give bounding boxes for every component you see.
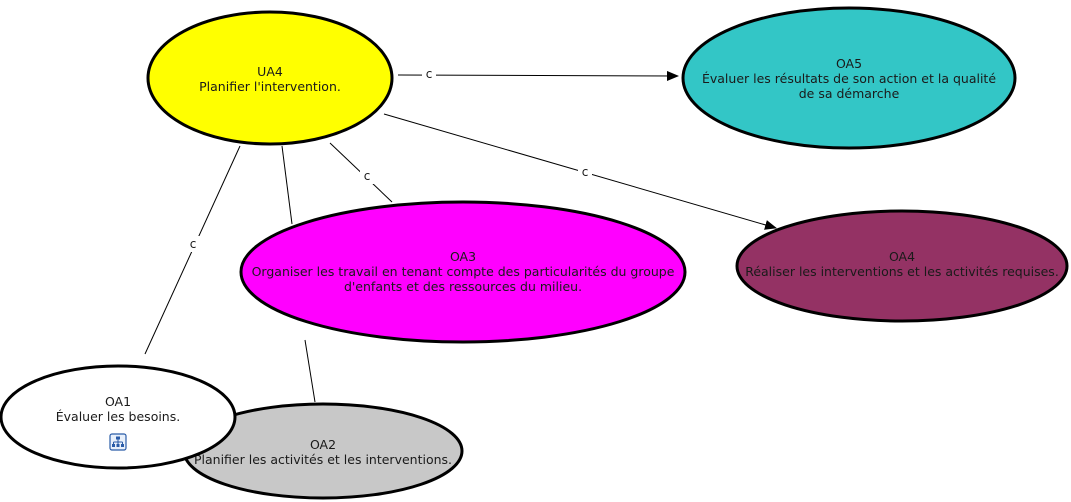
edge-label-ua4-oa4: c bbox=[582, 165, 589, 179]
edge-label-ua4-oa5: c bbox=[426, 67, 433, 81]
edge-ua4-oa4: c bbox=[383, 113, 777, 230]
node-oa5-line-1: Évaluer les résultats de son action et l… bbox=[702, 71, 996, 86]
node-oa5-title: OA5 bbox=[836, 56, 862, 71]
edge-ua4-oa5: c bbox=[397, 66, 679, 82]
edge-ua4-oa2 bbox=[281, 145, 316, 403]
edge-label-ua4-oa1: c bbox=[190, 237, 197, 251]
node-oa5-line-2: de sa démarche bbox=[799, 86, 900, 101]
node-oa2-label: Planifier les activités et les intervent… bbox=[194, 452, 452, 467]
node-oa1[interactable]: OA1 Évaluer les besoins. bbox=[0, 364, 237, 470]
node-oa4-label: Réaliser les interventions et les activi… bbox=[745, 264, 1059, 279]
node-oa3-line-2: d'enfants et des ressources du milieu. bbox=[344, 279, 582, 294]
edge-ua4-oa1: c bbox=[144, 145, 241, 355]
node-oa1-title: OA1 bbox=[105, 394, 131, 409]
node-oa3[interactable]: OA3 Organiser les travail en tenant comp… bbox=[239, 200, 687, 344]
node-ua4[interactable]: UA4 Planifier l'intervention. bbox=[146, 10, 394, 146]
node-oa2-title: OA2 bbox=[310, 437, 336, 452]
node-oa3-title: OA3 bbox=[450, 249, 476, 264]
node-ua4-title: UA4 bbox=[257, 64, 283, 79]
edge-label-ua4-oa3: c bbox=[364, 169, 371, 183]
node-ua4-label: Planifier l'intervention. bbox=[199, 79, 341, 94]
node-oa1-label: Évaluer les besoins. bbox=[56, 409, 180, 424]
node-oa3-line-1: Organiser les travail en tenant compte d… bbox=[252, 264, 675, 279]
node-oa4[interactable]: OA4 Réaliser les interventions et les ac… bbox=[735, 209, 1069, 323]
hierarchy-icon[interactable] bbox=[109, 433, 127, 451]
node-oa5[interactable]: OA5 Évaluer les résultats de son action … bbox=[681, 6, 1017, 150]
node-oa4-title: OA4 bbox=[889, 249, 915, 264]
edge-ua4-oa3: c bbox=[329, 142, 393, 203]
